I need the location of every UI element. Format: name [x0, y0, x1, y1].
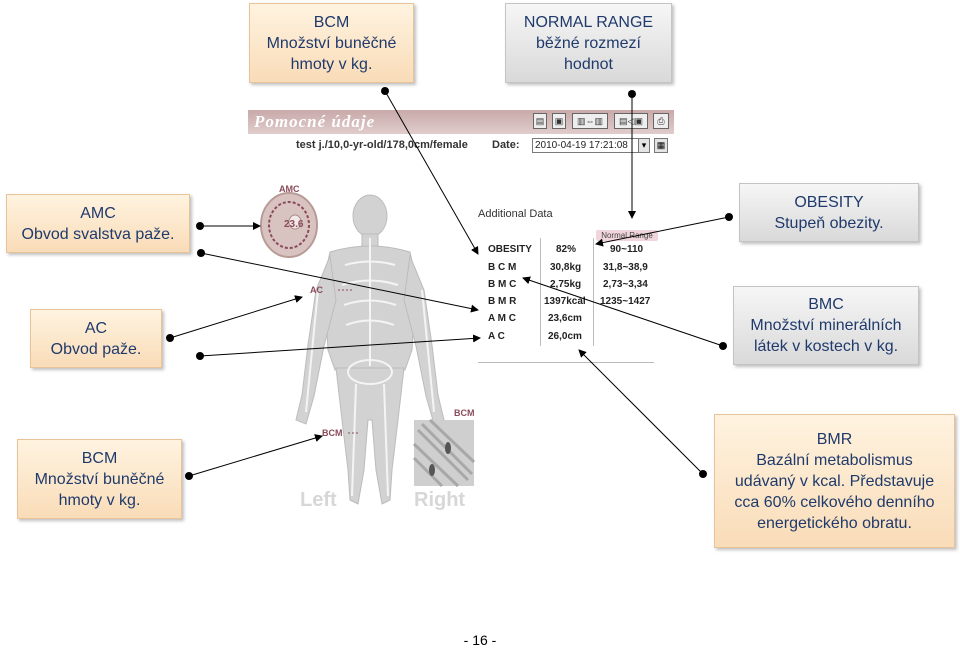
callout-text: cca 60% celkového denního: [734, 493, 935, 511]
bcm-microscope-label: BCM: [454, 408, 475, 418]
amc-figure-value: 23.6: [284, 219, 304, 230]
callout-text: Stupeň obezity.: [774, 214, 884, 232]
callout-title: BCM: [81, 449, 118, 467]
callout-title: BMR: [816, 430, 853, 448]
toolbar-export-icon[interactable]: ▤◁▣: [614, 113, 648, 129]
ac-figure-label: AC: [310, 285, 323, 295]
callout-text: hodnot: [564, 55, 613, 73]
left-label: Left: [300, 489, 337, 511]
row-label: B M C: [488, 279, 517, 290]
callout-text: Množství buněčné: [266, 34, 397, 52]
screenshot-subject: test j./10,0-yr-old/178,0cm/female: [296, 139, 468, 151]
row-label: A M C: [488, 313, 516, 324]
page-number: - 16 -: [463, 632, 497, 648]
bcm-microscope-image: [412, 418, 476, 488]
callout-title: OBESITY: [794, 193, 864, 211]
callout-bcm-top: BCM Množství buněčné hmoty v kg.: [249, 3, 414, 83]
table-divider: [593, 238, 594, 346]
callout-title: BCM: [313, 13, 350, 31]
row-label: OBESITY: [488, 244, 532, 255]
row-value: 2,75kg: [550, 279, 582, 290]
callout-text: Obvod svalstva paže.: [21, 225, 175, 243]
right-label: Right: [414, 489, 466, 511]
row-value: 30,8kg: [550, 262, 582, 273]
callout-bmr: BMR Bazální metabolismus udávaný v kcal.…: [714, 414, 955, 548]
callout-text: látek v kostech v kg.: [753, 338, 899, 355]
toolbar-print-icon[interactable]: ⎙: [653, 113, 669, 129]
row-range: 31,8~38,9: [603, 262, 648, 273]
calendar-icon[interactable]: ▦: [654, 138, 668, 153]
callout-amc: AMC Obvod svalstva paže.: [6, 194, 190, 253]
callout-text: Obvod paže.: [50, 340, 142, 358]
bcm-figure-label: BCM: [322, 428, 343, 438]
callout-text: Bazální metabolismus: [756, 451, 913, 469]
callout-normal-range: NORMAL RANGE běžné rozmezí hodnot: [505, 3, 672, 83]
date-field[interactable]: 2010-04-19 17:21:08: [532, 138, 650, 153]
callout-title: NORMAL RANGE: [523, 13, 654, 31]
callout-text: hmoty v kg.: [290, 55, 373, 73]
human-body-image: [295, 194, 445, 505]
callout-text: běžné rozmezí: [536, 34, 641, 52]
screenshot-header-bar: Pomocné údaje ▤ ▣ ▥⇔▥ ▤◁▣ ⎙: [248, 110, 674, 134]
row-value: 26,0cm: [548, 331, 582, 342]
row-label: B M R: [488, 296, 517, 307]
date-dropdown-icon[interactable]: ▾: [638, 138, 650, 153]
screenshot-header-title: Pomocné údaje: [254, 112, 376, 131]
toolbar-save-icon[interactable]: ▣: [552, 113, 566, 129]
callout-title: AMC: [80, 204, 116, 222]
callout-ac: AC Obvod paže.: [30, 309, 162, 368]
callout-text: Množství buněčné: [34, 470, 165, 488]
row-label: B C M: [488, 262, 517, 273]
row-range: 1235~1427: [600, 296, 651, 307]
amc-figure-label: AMC: [279, 184, 300, 194]
row-value: 23,6cm: [548, 313, 582, 324]
row-label: A C: [488, 331, 505, 342]
callout-text: Množství minerálních: [750, 317, 902, 334]
callout-obesity: OBESITY Stupeň obezity.: [739, 183, 919, 242]
normal-range-header: Normal Range: [596, 230, 658, 241]
callout-title: AC: [84, 319, 108, 337]
callout-text: hmoty v kg.: [58, 491, 141, 509]
toolbar-doc-icon[interactable]: ▤: [533, 113, 547, 129]
skeleton-overlay-image: [305, 238, 435, 497]
callout-text: energetického obratu.: [757, 514, 912, 532]
callout-title: BMC: [808, 296, 844, 313]
row-value: 82%: [556, 244, 577, 255]
callout-bmc: BMC Množství minerálních látek v kostech…: [733, 286, 919, 365]
callout-text: udávaný v kcal. Představuje: [734, 472, 935, 490]
row-range: 90~110: [610, 244, 644, 255]
additional-data-title: Additional Data: [478, 208, 553, 220]
date-label: Date:: [492, 139, 520, 151]
table-bottom-line: [478, 362, 654, 363]
row-range: 2,73~3,34: [603, 279, 648, 290]
callout-bcm-bottom: BCM Množství buněčné hmoty v kg.: [17, 439, 182, 519]
table-divider: [540, 238, 541, 346]
toolbar-compare-icon[interactable]: ▥⇔▥: [572, 113, 608, 129]
row-value: 1397kcal: [544, 296, 586, 307]
